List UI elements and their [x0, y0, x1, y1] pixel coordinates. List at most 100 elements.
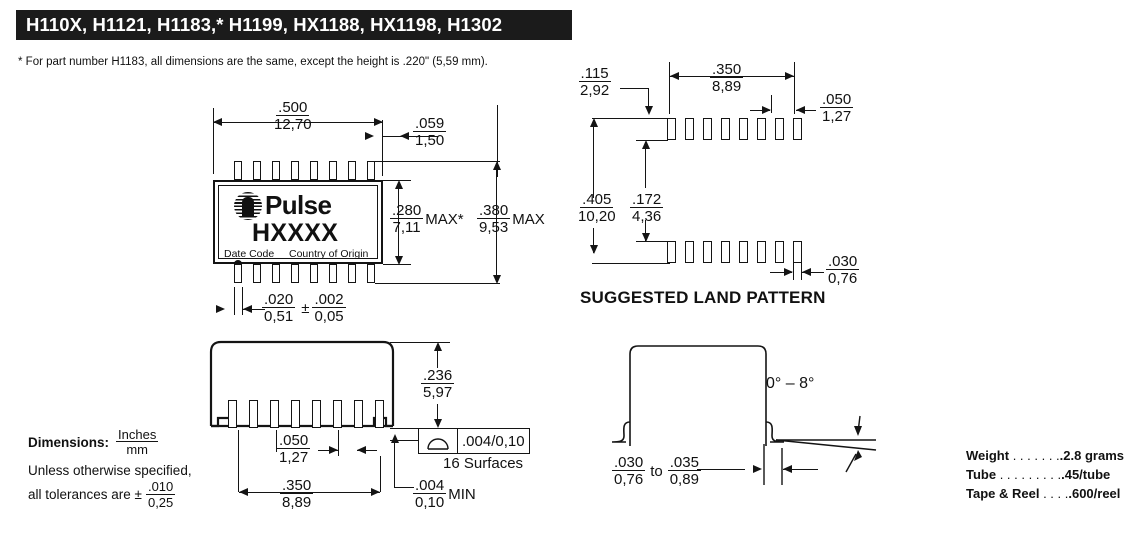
land-pattern-title: SUGGESTED LAND PATTERN: [580, 288, 826, 307]
arrow-head: [589, 118, 598, 127]
arrow-head: [374, 118, 383, 126]
dim-line: [802, 272, 824, 274]
dim-line: [770, 272, 792, 274]
legend-note-2: all tolerances are ±: [28, 486, 142, 502]
arrow-head: [784, 268, 793, 276]
spec-dots: . . . . . . . . .: [999, 467, 1062, 482]
dim-line: [437, 404, 439, 420]
lead: [270, 400, 279, 428]
arrow-head: [644, 106, 653, 115]
legend-unit-den: mm: [126, 442, 148, 458]
leader-line: [394, 487, 414, 489]
land-pad: [775, 118, 784, 140]
arrow-head: [802, 268, 811, 276]
dim-standoff: .004 0,10 MIN: [413, 477, 476, 512]
pin: [348, 161, 356, 180]
ext-line: [497, 105, 499, 177]
dim-line: [394, 440, 396, 488]
ext-line: [213, 108, 215, 174]
land-pad: [685, 118, 694, 140]
legend-tolerance-num: .010: [145, 479, 176, 495]
land-edge-line: [592, 263, 670, 265]
coplanarity-callout: .004/0,10: [418, 428, 530, 454]
date-code-label: Date Code: [224, 248, 275, 260]
dim-line: [239, 492, 380, 494]
pin: [329, 161, 337, 180]
ext-line: [382, 120, 384, 176]
dim-side-span: .350 8,89: [280, 477, 314, 512]
arrow-head: [785, 72, 794, 80]
arrow-head: [492, 161, 501, 170]
spec-value: .600/reel: [1068, 486, 1121, 501]
country-of-origin-label: Country of Origin: [289, 248, 369, 260]
arrow-head: [641, 140, 650, 149]
coplanarity-surfaces: 16 Surfaces: [443, 455, 524, 472]
dim-land-span: .350 8,89: [710, 61, 744, 96]
dim-line: [383, 136, 407, 138]
page-title: H110X, H1121, H1183,* H1199, HX1188, HX1…: [26, 14, 503, 35]
ext-line: [793, 258, 795, 280]
spec-value: .45/tube: [1061, 467, 1111, 482]
pin: [234, 161, 242, 180]
land-pad: [667, 241, 676, 263]
leader-line: [620, 88, 649, 90]
ext-line: [771, 95, 773, 113]
dim-side-pitch: .050 1,27: [277, 432, 311, 467]
spec-dots: . . . . . . .: [1012, 448, 1060, 463]
spec-value: .2.8 grams: [1059, 448, 1124, 463]
dim-foot-length: .030 0,76 to .035 0,89: [612, 454, 701, 489]
arrow-head: [783, 465, 792, 473]
pulse-logo: Pulse: [234, 190, 332, 221]
lead-detail-drawing: [611, 345, 877, 485]
arrow-head: [216, 305, 225, 313]
dim-line: [750, 110, 770, 112]
lead: [291, 400, 300, 428]
dim-line: [697, 469, 745, 471]
pin: [310, 161, 318, 180]
land-edge-line: [592, 118, 670, 120]
pin: [272, 264, 280, 283]
legend-title: Dimensions:: [28, 434, 110, 450]
lead: [354, 400, 363, 428]
arrow-head: [329, 446, 338, 454]
ext-line: [242, 287, 244, 315]
lead: [312, 400, 321, 428]
spec-label: Tube: [965, 467, 997, 482]
dim-line: [645, 220, 647, 242]
part-marking: HXXXX: [252, 219, 339, 247]
arrow-head: [390, 434, 399, 443]
page-title-bar: H110X, H1121, H1183,* H1199, HX1188, HX1…: [16, 10, 572, 40]
lead: [333, 400, 342, 428]
land-pad: [793, 118, 802, 140]
land-pad: [703, 241, 712, 263]
pin: [329, 264, 337, 283]
dim-line: [593, 120, 595, 198]
dim-body-height: .280 7,11 MAX*: [390, 202, 464, 237]
arrow-head: [394, 180, 403, 189]
dim-line: [496, 163, 498, 282]
lead: [228, 400, 237, 428]
ext-line: [794, 62, 796, 114]
pulse-logo-text: Pulse: [265, 190, 332, 220]
arrow-head: [243, 305, 252, 313]
ext-line: [801, 258, 803, 280]
pulse-logo-icon: [234, 191, 262, 220]
arrow-head: [433, 342, 442, 351]
arrow-head: [670, 72, 679, 80]
arrow-head: [796, 106, 805, 114]
pin: [348, 264, 356, 283]
lead: [249, 400, 258, 428]
pin: [234, 264, 242, 283]
legend-note-1: Unless otherwise specified,: [28, 462, 192, 478]
arrow-head: [753, 465, 762, 473]
dim-line: [398, 184, 400, 260]
land-edge-line: [636, 140, 668, 142]
dim-line: [645, 142, 647, 188]
arrow-head: [762, 106, 771, 114]
pin: [310, 264, 318, 283]
arrow-head: [492, 275, 501, 284]
land-pad: [775, 241, 784, 263]
ext-line: [380, 456, 382, 492]
dim-inner-span: .172 4,36: [630, 191, 664, 226]
